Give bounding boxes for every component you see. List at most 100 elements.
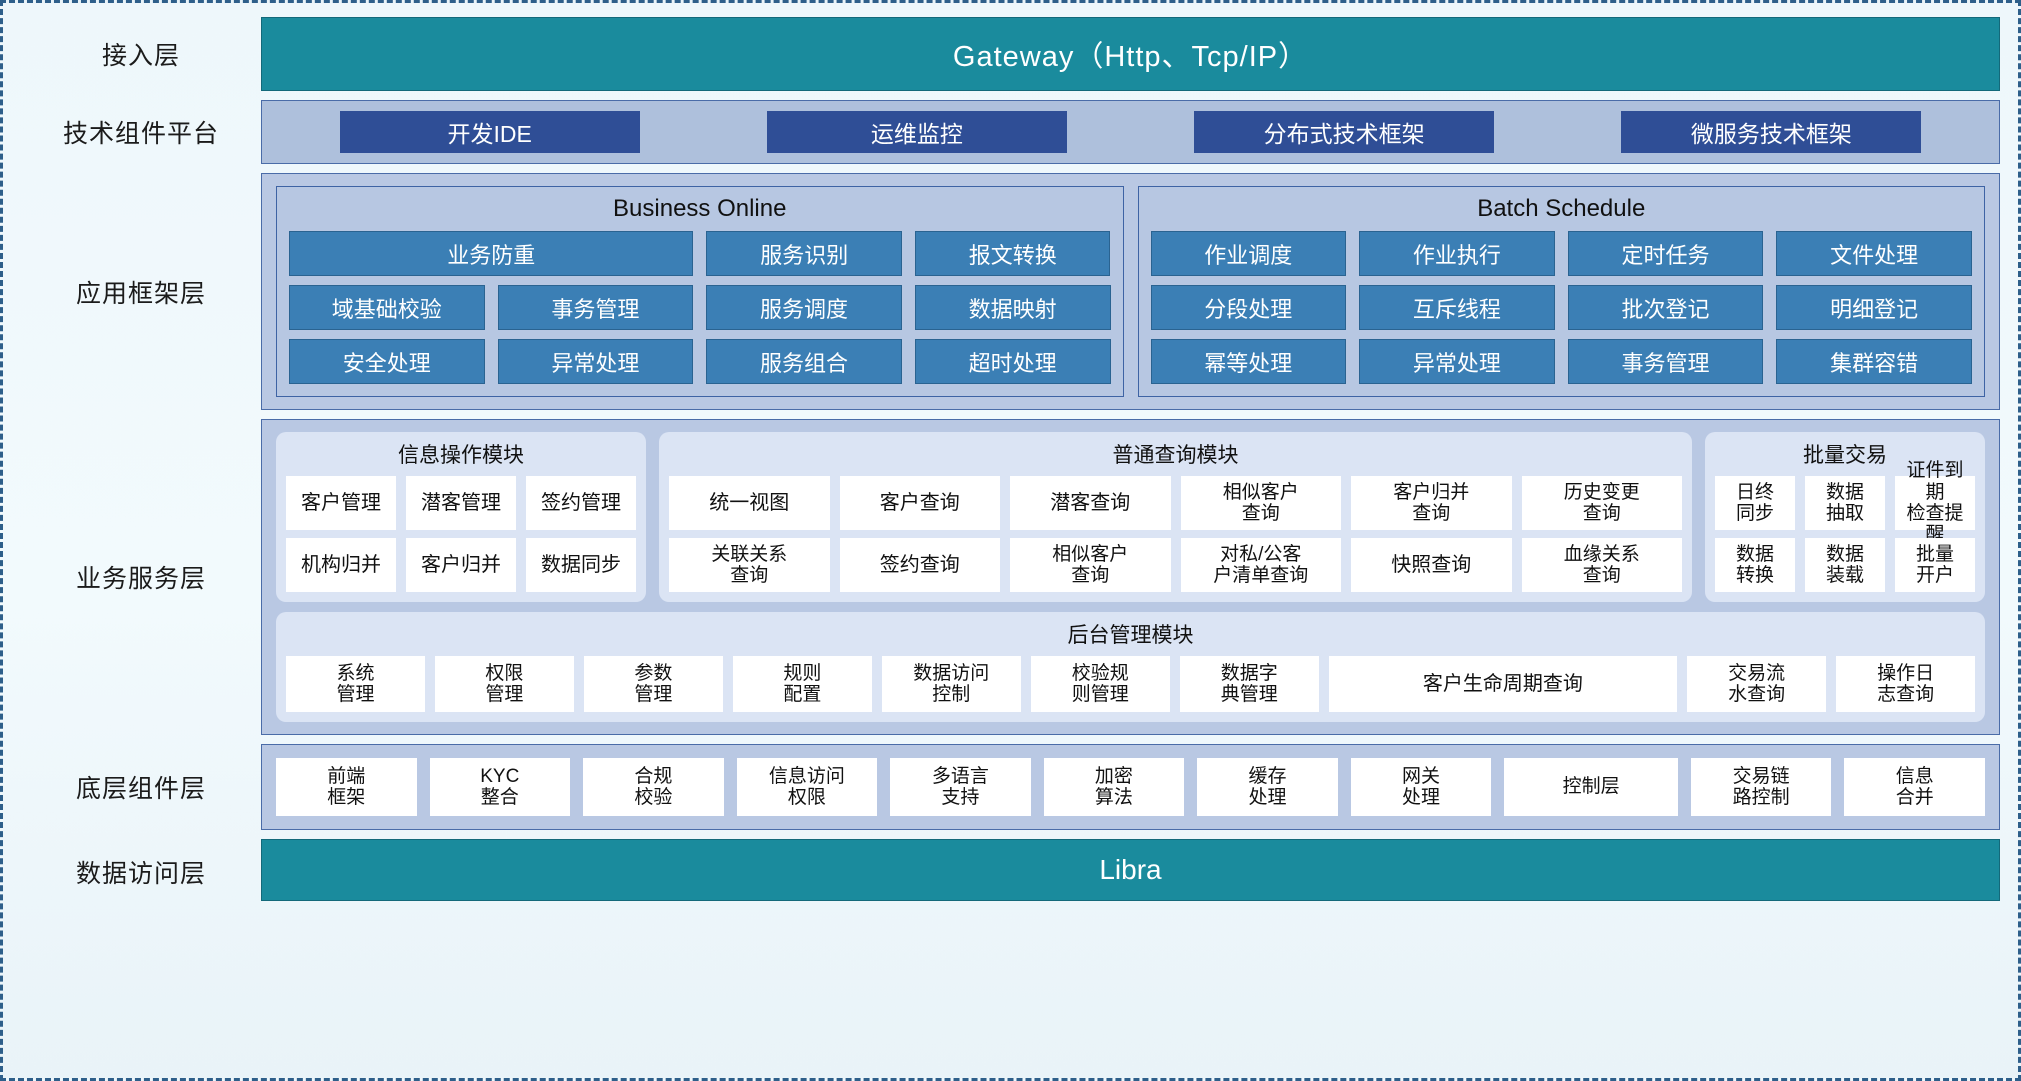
cell-certificate-expiry-reminder[interactable]: 证件到期检查提醒 xyxy=(1895,460,1975,545)
cell-info-merge[interactable]: 信息合并 xyxy=(1844,758,1985,816)
cell-batch-registration[interactable]: 批次登记 xyxy=(1567,285,1764,330)
cell-job-execution[interactable]: 作业执行 xyxy=(1359,231,1555,276)
cell-timeout-processing[interactable]: 超时处理 xyxy=(914,339,1111,384)
cell-frontend-framework[interactable]: 前端框架 xyxy=(276,758,417,816)
cell-contract-mgmt[interactable]: 签约管理 xyxy=(526,476,636,530)
layer-app-framework: 应用框架层 Business Online 业务防重 服务识别 报文转换 域基础… xyxy=(21,173,2000,410)
module-rows-common-query: 统一视图 客户查询 潜客查询 相似客户查询 客户归并查询 历史变更查询 关联关系… xyxy=(669,476,1682,592)
cell-transaction-mgmt[interactable]: 事务管理 xyxy=(497,285,694,330)
cell-security-processing[interactable]: 安全处理 xyxy=(289,339,485,384)
cell-data-extract[interactable]: 数据抽取 xyxy=(1805,476,1885,530)
common-query-row-2: 关联关系查询 签约查询 相似客户查询 对私/公客户清单查询 快照查询 血缘关系查… xyxy=(669,538,1682,592)
cell-validation-rule-mgmt[interactable]: 校验规则管理 xyxy=(1030,656,1170,712)
cell-multilanguage-support[interactable]: 多语言支持 xyxy=(890,758,1031,816)
tech-platform-band: 开发IDE 运维监控 分布式技术框架 微服务技术框架 xyxy=(261,100,2000,164)
tech-chip-microservice-framework[interactable]: 微服务技术框架 xyxy=(1621,111,1922,153)
cell-transaction-link-control[interactable]: 交易链路控制 xyxy=(1690,758,1832,816)
tech-chip-distributed-framework[interactable]: 分布式技术框架 xyxy=(1194,111,1495,153)
cell-timed-task[interactable]: 定时任务 xyxy=(1567,231,1764,276)
module-title-info-operation: 信息操作模块 xyxy=(398,444,524,467)
batch-schedule-row-2: 分段处理 互斥线程 批次登记 明细登记 xyxy=(1150,285,1972,330)
cell-gateway-processing[interactable]: 网关处理 xyxy=(1350,758,1492,816)
cell-customer-merge-query[interactable]: 客户归并查询 xyxy=(1351,476,1512,530)
cell-compliance-validation[interactable]: 合规校验 xyxy=(583,758,724,816)
cell-segment-processing[interactable]: 分段处理 xyxy=(1150,285,1347,330)
module-title-batch-transaction: 批量交易 xyxy=(1803,444,1887,467)
cell-service-scheduling[interactable]: 服务调度 xyxy=(706,285,902,330)
cell-transaction-flow-query[interactable]: 交易流水查询 xyxy=(1687,656,1827,712)
cell-permission-mgmt[interactable]: 权限管理 xyxy=(434,656,574,712)
cell-job-scheduling[interactable]: 作业调度 xyxy=(1150,231,1347,276)
cell-customer-lifecycle-query[interactable]: 客户生命周期查询 xyxy=(1328,656,1678,712)
cell-prospect-query[interactable]: 潜客查询 xyxy=(1010,476,1171,530)
layer-body-business-service: 信息操作模块 客户管理 潜客管理 签约管理 机构归并 客户归并 数据同步 xyxy=(261,419,2000,735)
cell-eod-sync[interactable]: 日终同步 xyxy=(1715,476,1795,530)
module-title-common-query: 普通查询模块 xyxy=(1112,444,1239,467)
layer-data-access: 数据访问层 Libra xyxy=(21,839,2000,905)
cell-lineage-relation-query[interactable]: 血缘关系查询 xyxy=(1521,538,1682,592)
cell-batch-account-opening[interactable]: 批量开户 xyxy=(1895,538,1975,592)
cell-data-dictionary-mgmt[interactable]: 数据字典管理 xyxy=(1179,656,1319,712)
layer-body-data-access: Libra xyxy=(261,839,2000,905)
cell-cache-processing[interactable]: 缓存处理 xyxy=(1197,758,1338,816)
cell-file-processing[interactable]: 文件处理 xyxy=(1776,231,1972,276)
cell-info-access-permission[interactable]: 信息访问权限 xyxy=(736,758,878,816)
cell-contract-query[interactable]: 签约查询 xyxy=(839,538,1000,592)
cell-domain-basic-validate[interactable]: 域基础校验 xyxy=(289,285,485,330)
module-title-backend-mgmt: 后台管理模块 xyxy=(1067,624,1194,647)
cell-relation-query[interactable]: 关联关系查询 xyxy=(669,538,830,592)
cell-idempotent-processing[interactable]: 幂等处理 xyxy=(1150,339,1347,384)
cell-exception-processing-batch[interactable]: 异常处理 xyxy=(1359,339,1555,384)
layer-label-bottom-components: 底层组件层 xyxy=(75,775,206,803)
cell-exception-processing-online[interactable]: 异常处理 xyxy=(497,339,694,384)
cell-customer-query[interactable]: 客户查询 xyxy=(839,476,1000,530)
cell-service-composition[interactable]: 服务组合 xyxy=(706,339,902,384)
cell-operation-log-query[interactable]: 操作日志查询 xyxy=(1836,656,1976,712)
cell-mutex-thread[interactable]: 互斥线程 xyxy=(1359,285,1555,330)
cell-data-access-control[interactable]: 数据访问控制 xyxy=(881,656,1021,712)
business-service-band: 信息操作模块 客户管理 潜客管理 签约管理 机构归并 客户归并 数据同步 xyxy=(261,419,2000,735)
cell-customer-mgmt[interactable]: 客户管理 xyxy=(286,476,396,530)
batch-transaction-row-1: 日终同步 数据抽取 证件到期检查提醒 xyxy=(1715,460,1975,545)
cell-prospect-mgmt[interactable]: 潜客管理 xyxy=(406,476,516,530)
batch-transaction-row-2: 数据转换 数据装载 批量开户 xyxy=(1715,538,1975,592)
cell-data-load[interactable]: 数据装载 xyxy=(1805,538,1885,592)
cell-similar-customer-query-2[interactable]: 相似客户查询 xyxy=(1010,538,1171,592)
cell-data-mapping[interactable]: 数据映射 xyxy=(914,285,1111,330)
tech-chip-ide[interactable]: 开发IDE xyxy=(339,111,640,153)
layer-label-data-access: 数据访问层 xyxy=(75,860,206,888)
cell-history-change-query[interactable]: 历史变更查询 xyxy=(1521,476,1682,530)
group-title-business-online: Business Online xyxy=(613,195,787,222)
cell-org-merge[interactable]: 机构归并 xyxy=(286,538,396,592)
cell-encryption-algorithm[interactable]: 加密算法 xyxy=(1043,758,1185,816)
cell-snapshot-query[interactable]: 快照查询 xyxy=(1351,538,1512,592)
tech-chip-ops-monitor[interactable]: 运维监控 xyxy=(766,111,1067,153)
cell-control-layer[interactable]: 控制层 xyxy=(1504,758,1678,816)
cell-customer-merge[interactable]: 客户归并 xyxy=(406,538,516,592)
app-framework-band: Business Online 业务防重 服务识别 报文转换 域基础校验 事务管… xyxy=(261,173,2000,410)
cell-business-anti-dup[interactable]: 业务防重 xyxy=(289,231,694,276)
cell-private-public-customer-list-query[interactable]: 对私/公客户清单查询 xyxy=(1180,538,1341,592)
cell-transaction-mgmt-batch[interactable]: 事务管理 xyxy=(1567,339,1764,384)
cell-unified-view[interactable]: 统一视图 xyxy=(669,476,830,530)
module-batch-transaction: 批量交易 日终同步 数据抽取 证件到期检查提醒 数据转换 数据装载 批量开户 xyxy=(1705,432,1985,602)
gateway-bar[interactable]: Gateway（Http、Tcp/IP） xyxy=(261,17,2000,91)
cell-similar-customer-query-1[interactable]: 相似客户查询 xyxy=(1180,476,1341,530)
module-backend-mgmt: 后台管理模块 系统管理 权限管理 参数管理 规则配置 数据访问控制 校验规则管理… xyxy=(276,612,1985,722)
cell-system-mgmt[interactable]: 系统管理 xyxy=(286,656,425,712)
cell-cluster-fault-tolerance[interactable]: 集群容错 xyxy=(1776,339,1972,384)
cell-data-transform[interactable]: 数据转换 xyxy=(1715,538,1795,592)
cell-rule-config[interactable]: 规则配置 xyxy=(732,656,872,712)
libra-bar[interactable]: Libra xyxy=(261,839,2000,901)
cell-message-transform[interactable]: 报文转换 xyxy=(914,231,1111,276)
cell-data-sync[interactable]: 数据同步 xyxy=(526,538,636,592)
cell-service-identify[interactable]: 服务识别 xyxy=(706,231,902,276)
business-online-row-2: 域基础校验 事务管理 服务调度 数据映射 xyxy=(289,285,1111,330)
cell-parameter-mgmt[interactable]: 参数管理 xyxy=(583,656,723,712)
cell-detail-registration[interactable]: 明细登记 xyxy=(1776,285,1972,330)
